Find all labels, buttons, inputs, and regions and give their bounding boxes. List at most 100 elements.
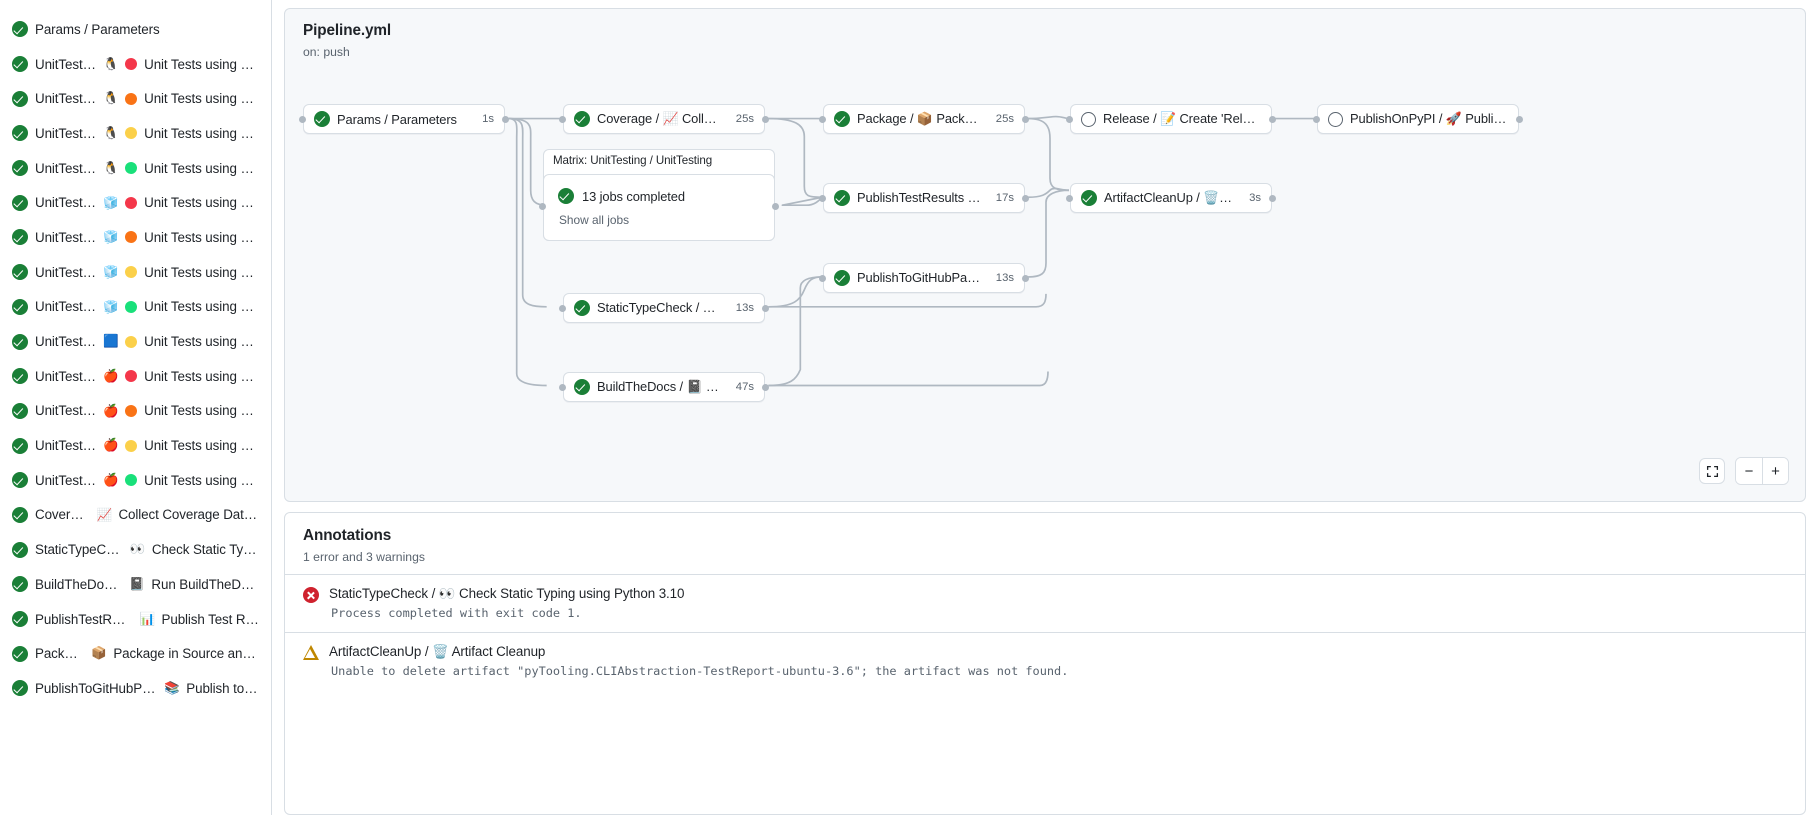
sidebar-job-suffix: Run BuildTheDocs bbox=[151, 576, 259, 592]
python-version-dot-icon bbox=[125, 266, 138, 279]
success-check-icon bbox=[12, 576, 28, 593]
sidebar-job-item[interactable]: UnitTesting / 🐧Unit Tests using Pyth… bbox=[4, 81, 267, 116]
graph-edges bbox=[508, 115, 1316, 387]
sidebar-job-item[interactable]: UnitTesting / 🐧Unit Tests using Pyth… bbox=[4, 116, 267, 151]
graph-node-label: Coverage / 📈 Collect Cove… bbox=[597, 111, 721, 126]
sidebar-job-item[interactable]: Package / 📦Package in Source and Wh… bbox=[4, 636, 267, 671]
graph-node-label: StaticTypeCheck / 👀 Chec… bbox=[597, 300, 721, 315]
sidebar-job-item[interactable]: PublishTestResults / 📊Publish Test Resu… bbox=[4, 602, 267, 637]
sidebar-job-item[interactable]: UnitTesting / 🍎Unit Tests using Pyth… bbox=[4, 394, 267, 429]
graph-node-ghpages[interactable]: PublishToGitHubPages / 📚 …13s bbox=[823, 263, 1025, 293]
node-output-port bbox=[762, 116, 769, 123]
sidebar-job-item[interactable]: PublishToGitHubPages / 📚Publish to G… bbox=[4, 671, 267, 706]
sidebar-job-suffix: Collect Coverage Data usi… bbox=[118, 507, 259, 523]
graph-node-release[interactable]: Release / 📝 Create 'Release P… bbox=[1070, 104, 1272, 134]
zoom-button-group[interactable]: − + bbox=[1735, 457, 1789, 485]
graph-zoom-controls[interactable]: − + bbox=[1699, 457, 1789, 485]
success-check-icon bbox=[1081, 190, 1097, 206]
sidebar-job-item[interactable]: UnitTesting / 🍎Unit Tests using Pyth… bbox=[4, 463, 267, 498]
pipeline-graph-card: Pipeline.yml on: push bbox=[284, 8, 1806, 502]
platform-emoji-icon: 📦 bbox=[91, 646, 107, 661]
graph-node-label: BuildTheDocs / 📓 Run Buil… bbox=[597, 379, 721, 394]
main-content: Pipeline.yml on: push bbox=[272, 0, 1818, 815]
success-check-icon bbox=[12, 611, 28, 628]
sidebar-job-item[interactable]: Coverage / 📈Collect Coverage Data usi… bbox=[4, 498, 267, 533]
graph-node-coverage[interactable]: Coverage / 📈 Collect Cove…25s bbox=[563, 104, 765, 134]
sidebar-job-suffix: Unit Tests using Pyth… bbox=[144, 403, 259, 419]
node-input-port bbox=[819, 195, 826, 202]
sidebar-job-item[interactable]: UnitTesting / 🧊Unit Tests using Pyth… bbox=[4, 290, 267, 325]
sidebar-job-item[interactable]: Params / Parameters bbox=[4, 12, 267, 47]
sidebar-job-item[interactable]: UnitTesting / 🐧Unit Tests using Pyth… bbox=[4, 47, 267, 82]
sidebar-job-suffix: Unit Tests using Pyth… bbox=[144, 334, 259, 350]
graph-node-builddocs[interactable]: BuildTheDocs / 📓 Run Buil… 47s bbox=[563, 372, 765, 402]
graph-node-label: Package / 📦 Package in So… bbox=[857, 111, 981, 126]
zoom-out-button[interactable]: − bbox=[1736, 458, 1762, 484]
sidebar-job-item[interactable]: UnitTesting / 🧊Unit Tests using Pyth… bbox=[4, 185, 267, 220]
node-output-port bbox=[1022, 195, 1029, 202]
zoom-in-button[interactable]: + bbox=[1762, 458, 1788, 484]
sidebar-job-item[interactable]: UnitTesting / 🐧Unit Tests using Pyth… bbox=[4, 151, 267, 186]
graph-node-package[interactable]: Package / 📦 Package in So…25s bbox=[823, 104, 1025, 134]
graph-node-statictype[interactable]: StaticTypeCheck / 👀 Chec… 13s bbox=[563, 293, 765, 323]
graph-node-label: PublishOnPyPI / 🚀 Publish to … bbox=[1350, 111, 1508, 126]
sidebar-job-label: UnitTesting / bbox=[35, 160, 97, 176]
node-input-port bbox=[559, 384, 566, 391]
annotations-header: Annotations 1 error and 3 warnings bbox=[285, 513, 1805, 574]
graph-node-duration: 13s bbox=[735, 302, 754, 314]
success-check-icon bbox=[574, 379, 590, 395]
fit-to-screen-button[interactable] bbox=[1699, 458, 1725, 484]
success-check-icon bbox=[12, 56, 28, 73]
node-input-port bbox=[1066, 195, 1073, 202]
matrix-status-row: 13 jobs completed bbox=[558, 188, 760, 204]
annotation-detail: Process completed with exit code 1. bbox=[331, 606, 582, 620]
sidebar-job-item[interactable]: UnitTesting / 🟦 Unit Tests using Pyth… bbox=[4, 324, 267, 359]
sidebar-job-suffix: Unit Tests using Pyth… bbox=[144, 472, 259, 488]
sidebar-job-label: UnitTesting / bbox=[35, 334, 97, 350]
node-input-port bbox=[819, 275, 826, 282]
platform-emoji-icon: 🧊 bbox=[103, 230, 119, 245]
platform-emoji-icon: 📈 bbox=[96, 507, 113, 522]
sidebar-job-item[interactable]: UnitTesting / 🧊Unit Tests using Pyth… bbox=[4, 220, 267, 255]
graph-node-testresults[interactable]: PublishTestResults / 📊 Pu…17s bbox=[823, 183, 1025, 213]
success-check-icon bbox=[12, 506, 28, 523]
matrix-input-port bbox=[539, 203, 546, 210]
success-check-icon bbox=[12, 90, 28, 107]
sidebar-job-item[interactable]: UnitTesting / 🍎Unit Tests using Pyth… bbox=[4, 428, 267, 463]
graph-node-artifactclean[interactable]: ArtifactCleanUp / 🗑️ Artifac…3s bbox=[1070, 183, 1272, 213]
success-check-icon bbox=[12, 437, 28, 454]
graph-node-duration: 47s bbox=[735, 381, 754, 393]
workflow-trigger: on: push bbox=[303, 45, 350, 59]
success-check-icon bbox=[12, 680, 28, 697]
graph-node-duration: 1s bbox=[482, 113, 494, 125]
show-all-jobs-link[interactable]: Show all jobs bbox=[559, 213, 630, 227]
sidebar-job-item[interactable]: UnitTesting / 🧊Unit Tests using Pyth… bbox=[4, 255, 267, 290]
node-output-port bbox=[1022, 116, 1029, 123]
annotation-row[interactable]: StaticTypeCheck / 👀 Check Static Typing … bbox=[285, 574, 1805, 632]
sidebar-job-item[interactable]: StaticTypeCheck / 👀Check Static Typing… bbox=[4, 532, 267, 567]
python-version-dot-icon bbox=[125, 196, 138, 209]
success-check-icon bbox=[834, 270, 850, 286]
sidebar-job-item[interactable]: BuildTheDocs / 📓Run BuildTheDocs bbox=[4, 567, 267, 602]
annotations-summary: 1 error and 3 warnings bbox=[303, 550, 425, 564]
sidebar-job-suffix: Unit Tests using Pyth… bbox=[144, 229, 259, 245]
sidebar-job-label: Package / bbox=[35, 646, 85, 662]
sidebar-job-label: UnitTesting / bbox=[35, 264, 97, 280]
platform-emoji-icon: 🐧 bbox=[103, 126, 119, 141]
graph-node-pypi[interactable]: PublishOnPyPI / 🚀 Publish to … bbox=[1317, 104, 1519, 134]
node-input-port bbox=[1313, 116, 1320, 123]
platform-emoji-icon: 🟦 bbox=[103, 334, 119, 349]
annotation-heading: StaticTypeCheck / 👀 Check Static Typing … bbox=[329, 586, 685, 601]
python-version-dot-icon bbox=[125, 127, 138, 140]
node-output-port bbox=[762, 384, 769, 391]
sidebar-job-item[interactable]: UnitTesting / 🍎Unit Tests using Pyth… bbox=[4, 359, 267, 394]
matrix-output-port bbox=[772, 203, 779, 210]
annotations-card: Annotations 1 error and 3 warnings Stati… bbox=[284, 512, 1806, 815]
python-version-dot-icon bbox=[125, 474, 138, 487]
